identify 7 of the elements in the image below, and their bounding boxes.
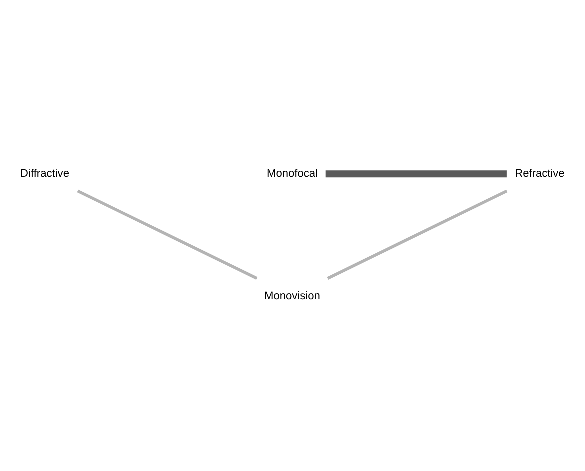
connector [326,170,507,178]
connector [77,190,258,280]
node-text: Refractive [515,168,565,180]
connector [327,190,508,280]
node-text: Monovision [264,290,320,303]
node-text: Diffractive [20,168,70,180]
node-text: Monofocal [267,168,318,180]
